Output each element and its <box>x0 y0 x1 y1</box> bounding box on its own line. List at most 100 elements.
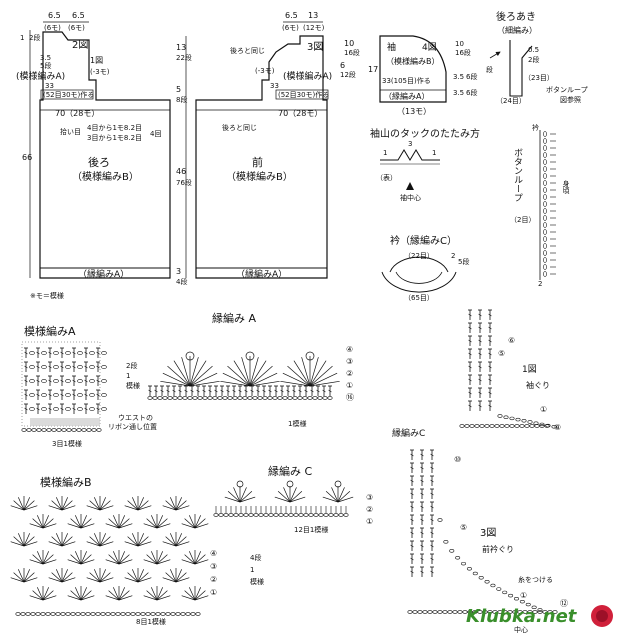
sleeve-bottom: （13モ） <box>397 107 431 116</box>
row-number: ③ <box>210 562 217 571</box>
sleeve-diagram: 袖 4図 （模様編みB） 17 33(105目)作る （縁編みA） （13モ） … <box>368 35 477 116</box>
double-crochet-bar <box>410 518 414 522</box>
chain-stitch <box>427 610 433 614</box>
fan-stitch <box>118 590 130 601</box>
fan-stitch <box>165 536 177 547</box>
fan-stitch <box>224 496 241 503</box>
front-label: 前 <box>252 155 263 169</box>
fan-stitch <box>309 365 333 387</box>
fan-stitch <box>189 372 218 387</box>
double-crochet-bar <box>24 393 28 397</box>
chain-stitch <box>101 351 107 355</box>
fan-stitch <box>42 515 50 529</box>
row-number: ① <box>346 381 353 390</box>
chain-stitch <box>26 428 32 432</box>
double-crochet-bar <box>202 389 206 393</box>
fan-stitch <box>156 595 171 601</box>
fan-stitch <box>80 559 95 565</box>
chain-stitch <box>543 222 547 228</box>
fan-stitch <box>32 554 44 565</box>
front-top-left-stitch: (6モ) <box>282 24 299 32</box>
chain-stitch <box>243 513 249 517</box>
row-number: ③ <box>366 493 373 502</box>
chain-stitch <box>25 612 31 616</box>
fan-stitch <box>61 572 73 583</box>
double-crochet-bar <box>430 505 434 509</box>
fan-stitch <box>105 595 120 601</box>
chain-stitch <box>482 610 488 614</box>
chain-stitch <box>533 421 539 425</box>
row-number: ② <box>210 575 217 584</box>
chain-stitch <box>91 428 97 432</box>
chain-stitch <box>437 518 443 522</box>
fan-stitch <box>137 500 149 511</box>
front-hem: （縁編みA） <box>236 268 287 280</box>
back-shoulder-dim: 3.5 <box>40 54 51 62</box>
double-crochet-bar <box>488 339 492 343</box>
chain-stitch <box>514 424 520 428</box>
chain-stitch <box>455 556 461 560</box>
fan-stitch <box>167 365 191 387</box>
chain-stitch <box>248 513 254 517</box>
fan-stitch <box>36 587 44 601</box>
double-crochet-bar <box>478 313 482 317</box>
front-neck-thread: 糸をつける <box>518 575 553 584</box>
chain-stitch <box>50 612 56 616</box>
row-number: ① <box>210 588 217 597</box>
fan-stitch <box>127 536 139 547</box>
double-crochet-bar <box>430 518 434 522</box>
fan-stitch <box>194 518 206 529</box>
fan-stitch <box>108 590 120 601</box>
double-crochet-bar <box>410 505 414 509</box>
chain-stitch <box>55 612 61 616</box>
fan-stitch <box>156 515 164 529</box>
tuck-d1b: 1 <box>432 149 436 157</box>
chain-stitch <box>543 243 547 249</box>
fan-stitch <box>48 541 63 547</box>
double-crochet-bar <box>84 379 88 383</box>
chain-stitch <box>207 396 213 400</box>
button-loop-collar: 衿 <box>532 123 539 132</box>
chain-stitch <box>297 396 303 400</box>
sleeve-r2-row: 6段 <box>466 72 477 81</box>
chain-stitch <box>494 424 500 428</box>
collar-row: 5段 <box>458 257 469 266</box>
fan-stitch <box>93 497 101 511</box>
fan-stitch <box>131 533 139 547</box>
chain-stitch <box>222 396 228 400</box>
chain-stitch <box>519 424 525 428</box>
double-crochet-bar <box>488 326 492 330</box>
double-crochet-bar <box>478 404 482 408</box>
edging-c-title: 縁編み C <box>268 464 312 478</box>
armhole-sub: 袖ぐり <box>526 380 550 390</box>
fan-stitch <box>10 541 25 547</box>
chain-stitch <box>152 396 158 400</box>
pattern-a-chart: 模様編みA 2段 1 模様 ウエストの リボン通し位置 3目1模様 <box>21 324 157 448</box>
fan-stitch <box>13 500 25 511</box>
double-crochet-bar <box>72 351 76 355</box>
button-loop-sub: （2目） <box>510 216 535 224</box>
fan-stitch <box>131 497 139 511</box>
chain-stitch <box>543 194 547 200</box>
fan-stitch <box>80 551 88 565</box>
fan-stitch <box>80 590 92 601</box>
sleeve-r1: 10 <box>455 40 464 48</box>
fan-stitch <box>42 590 54 601</box>
chain-stitch <box>543 152 547 158</box>
back-pickup-rows: 4回 <box>150 130 161 138</box>
fan-stitch <box>105 559 120 565</box>
double-crochet-bar <box>322 389 326 393</box>
fan-stitch <box>23 500 35 511</box>
fan-stitch <box>80 587 88 601</box>
chain-stitch <box>145 612 151 616</box>
back-opening-23: （23目） <box>524 74 554 82</box>
fan-stitch <box>175 497 183 511</box>
double-crochet-bar <box>48 393 52 397</box>
double-crochet-bar <box>420 518 424 522</box>
fan-stitch <box>194 559 209 565</box>
watermark-text: Klubka.net <box>466 606 578 627</box>
tuck-title: 袖山のタックのたたみ方 <box>370 127 480 140</box>
chain-stitch <box>75 612 81 616</box>
